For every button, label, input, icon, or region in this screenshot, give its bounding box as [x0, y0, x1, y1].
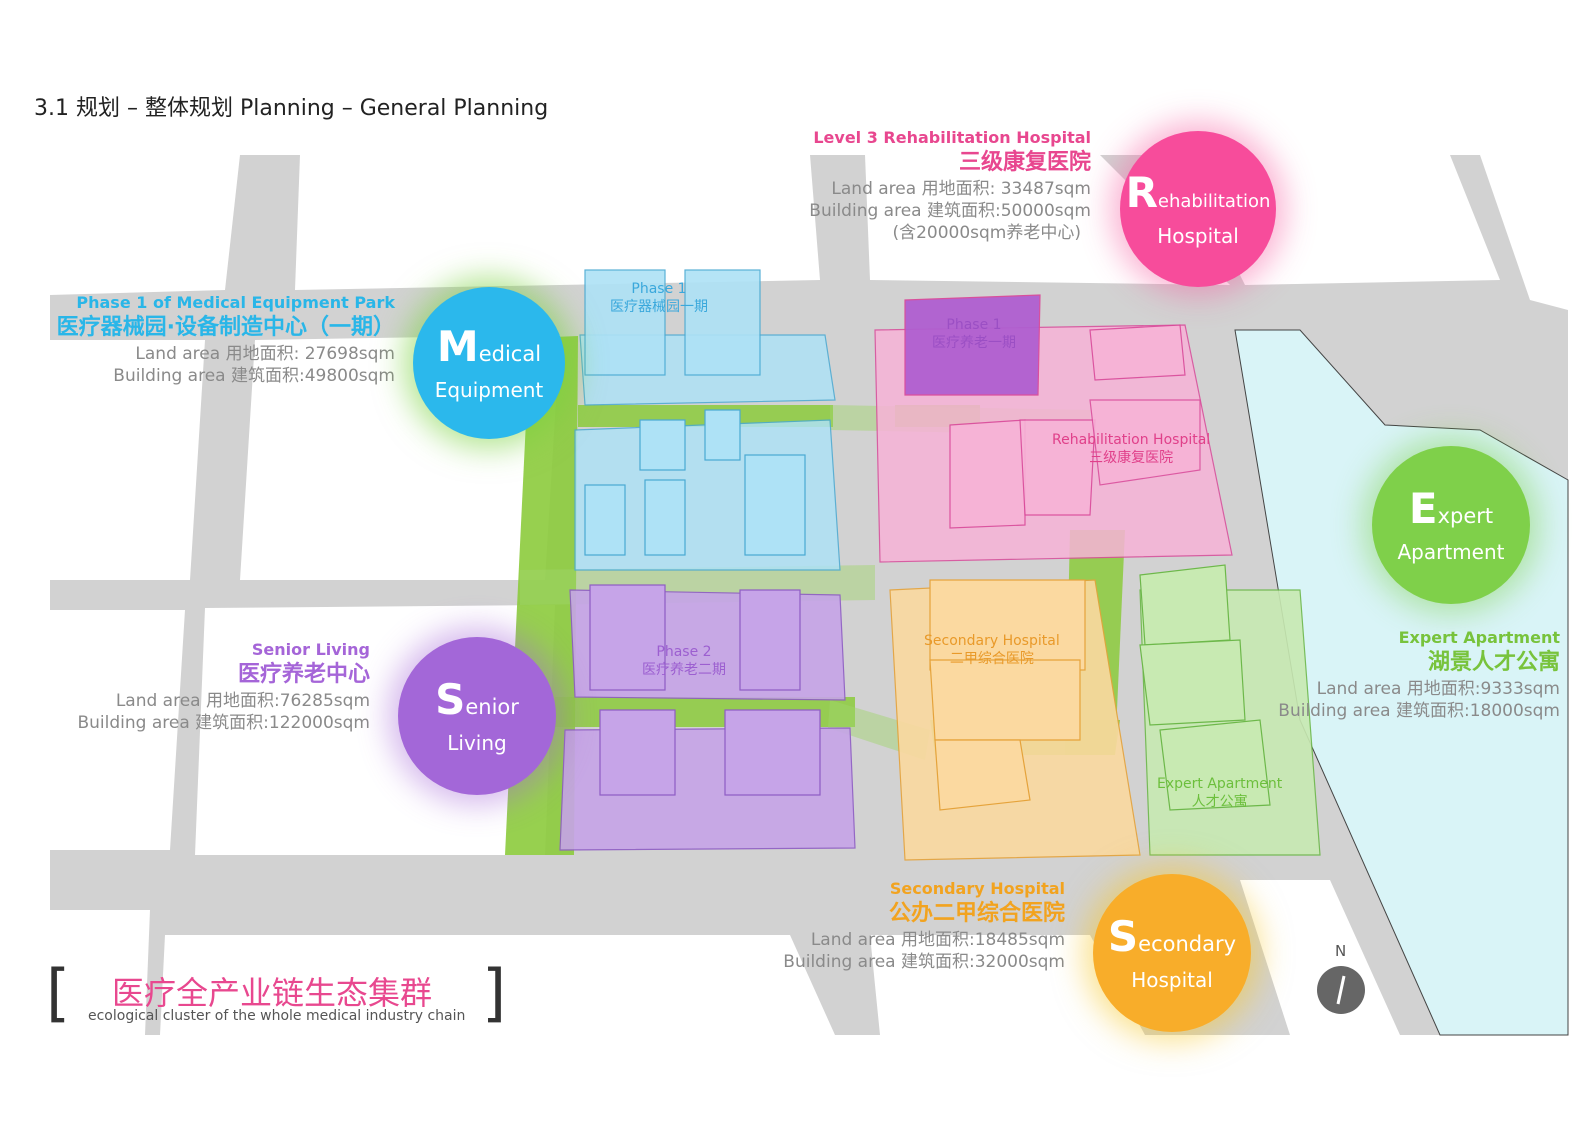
medical-badge-initial: M	[436, 321, 479, 371]
rehab-phase-label: Phase 1 医疗养老一期	[932, 316, 1016, 352]
expert-land-area: Land area 用地面积:9333sqm	[1316, 679, 1560, 699]
rehab-plan-label: Rehabilitation Hospital 三级康复医院	[1052, 431, 1210, 467]
rehab-badge-initial: R	[1125, 167, 1158, 217]
rehab-phase-en: Phase 1	[946, 317, 1002, 333]
medical-zone	[574, 269, 841, 571]
secondary-title-en: Secondary Hospital	[889, 879, 1065, 898]
secondary-land-area: Land area 用地面积:18485sqm	[810, 930, 1065, 950]
rehab-badge: Rehabilitation Hospital	[1120, 131, 1276, 287]
senior-zone	[559, 584, 856, 851]
expert-zone	[1139, 564, 1321, 856]
rehab-plan-en: Rehabilitation Hospital	[1052, 432, 1211, 448]
senior-badge-initial: S	[435, 674, 466, 724]
rehab-title-en: Level 3 Rehabilitation Hospital	[813, 128, 1091, 147]
rehab-building-area: Building area 建筑面积:50000sqm	[809, 201, 1091, 221]
secondary-title-cn: 公办二甲综合医院	[888, 901, 1065, 926]
expert-badge: Expert Apartment	[1372, 446, 1530, 604]
expert-plan-label: Expert Apartment 人才公寓	[1157, 775, 1282, 811]
expert-plan-en: Expert Apartment	[1157, 776, 1283, 792]
north-arrow-icon	[1317, 966, 1365, 1014]
medical-badge-rest: edical	[478, 341, 542, 366]
rehab-badge-rest: ehabilitation	[1157, 190, 1271, 212]
expert-title-en: Expert Apartment	[1398, 628, 1560, 647]
senior-building-area: Building area 建筑面积:122000sqm	[77, 713, 370, 733]
senior-plan-en: Phase 2	[656, 644, 712, 660]
medical-plan-label: Phase 1 医疗器械园一期	[610, 280, 708, 316]
medical-land-area: Land area 用地面积: 27698sqm	[135, 344, 395, 364]
compass-label: N	[1335, 942, 1347, 960]
senior-plan-label: Phase 2 医疗养老二期	[642, 643, 726, 679]
rehab-badge-line2: Hospital	[1157, 224, 1239, 249]
medical-building-area: Building area 建筑面积:49800sqm	[113, 366, 395, 386]
senior-badge-rest: enior	[465, 694, 519, 719]
medical-badge-line2: Equipment	[434, 378, 544, 403]
rehab-plan-cn: 三级康复医院	[1089, 450, 1174, 467]
expert-badge-rest: xpert	[1437, 503, 1494, 528]
expert-plan-cn: 人才公寓	[1191, 794, 1248, 811]
expert-badge-line2: Apartment	[1397, 540, 1505, 565]
senior-plan-cn: 医疗养老二期	[642, 662, 726, 679]
secondary-badge-line2: Hospital	[1131, 968, 1213, 993]
secondary-badge-rest: econdary	[1138, 931, 1237, 956]
right-bracket: ]	[482, 956, 507, 1029]
medical-plan-en: Phase 1	[631, 281, 687, 297]
secondary-plan-en: Secondary Hospital	[924, 633, 1060, 649]
footer-en: ecological cluster of the whole medical …	[88, 1008, 466, 1024]
secondary-badge: Secondary Hospital	[1093, 874, 1251, 1032]
rehab-title-cn: 三级康复医院	[958, 150, 1091, 175]
medical-plan-cn: 医疗器械园一期	[610, 299, 708, 316]
medical-badge: Medical Equipment	[413, 287, 565, 439]
rehab-note: (含20000sqm养老中心)	[892, 223, 1081, 243]
senior-title-cn: 医疗养老中心	[237, 662, 370, 687]
senior-badge: Senior Living	[398, 637, 556, 795]
page-title: 3.1 规划 – 整体规划 Planning – General Plannin…	[34, 96, 549, 121]
senior-badge-line2: Living	[447, 731, 507, 756]
footer-cn: 医疗全产业链生态集群	[112, 974, 433, 1012]
medical-title-en: Phase 1 of Medical Equipment Park	[76, 293, 395, 312]
secondary-badge-initial: S	[1107, 911, 1139, 961]
rehab-zone	[874, 294, 1233, 563]
senior-title-en: Senior Living	[251, 640, 370, 659]
senior-land-area: Land area 用地面积:76285sqm	[115, 691, 370, 711]
rehab-phase-cn: 医疗养老一期	[932, 335, 1016, 352]
medical-title-cn: 医疗器械园·设备制造中心（一期）	[56, 315, 395, 340]
expert-badge-initial: E	[1408, 483, 1438, 533]
rehab-land-area: Land area 用地面积: 33487sqm	[831, 179, 1091, 199]
expert-building-area: Building area 建筑面积:18000sqm	[1278, 701, 1560, 721]
secondary-zone	[889, 579, 1141, 861]
secondary-building-area: Building area 建筑面积:32000sqm	[783, 952, 1065, 972]
secondary-plan-label: Secondary Hospital 二甲综合医院	[924, 632, 1060, 668]
expert-title-cn: 湖景人才公寓	[1427, 650, 1560, 675]
secondary-plan-cn: 二甲综合医院	[949, 651, 1034, 668]
left-bracket: [	[46, 956, 71, 1029]
